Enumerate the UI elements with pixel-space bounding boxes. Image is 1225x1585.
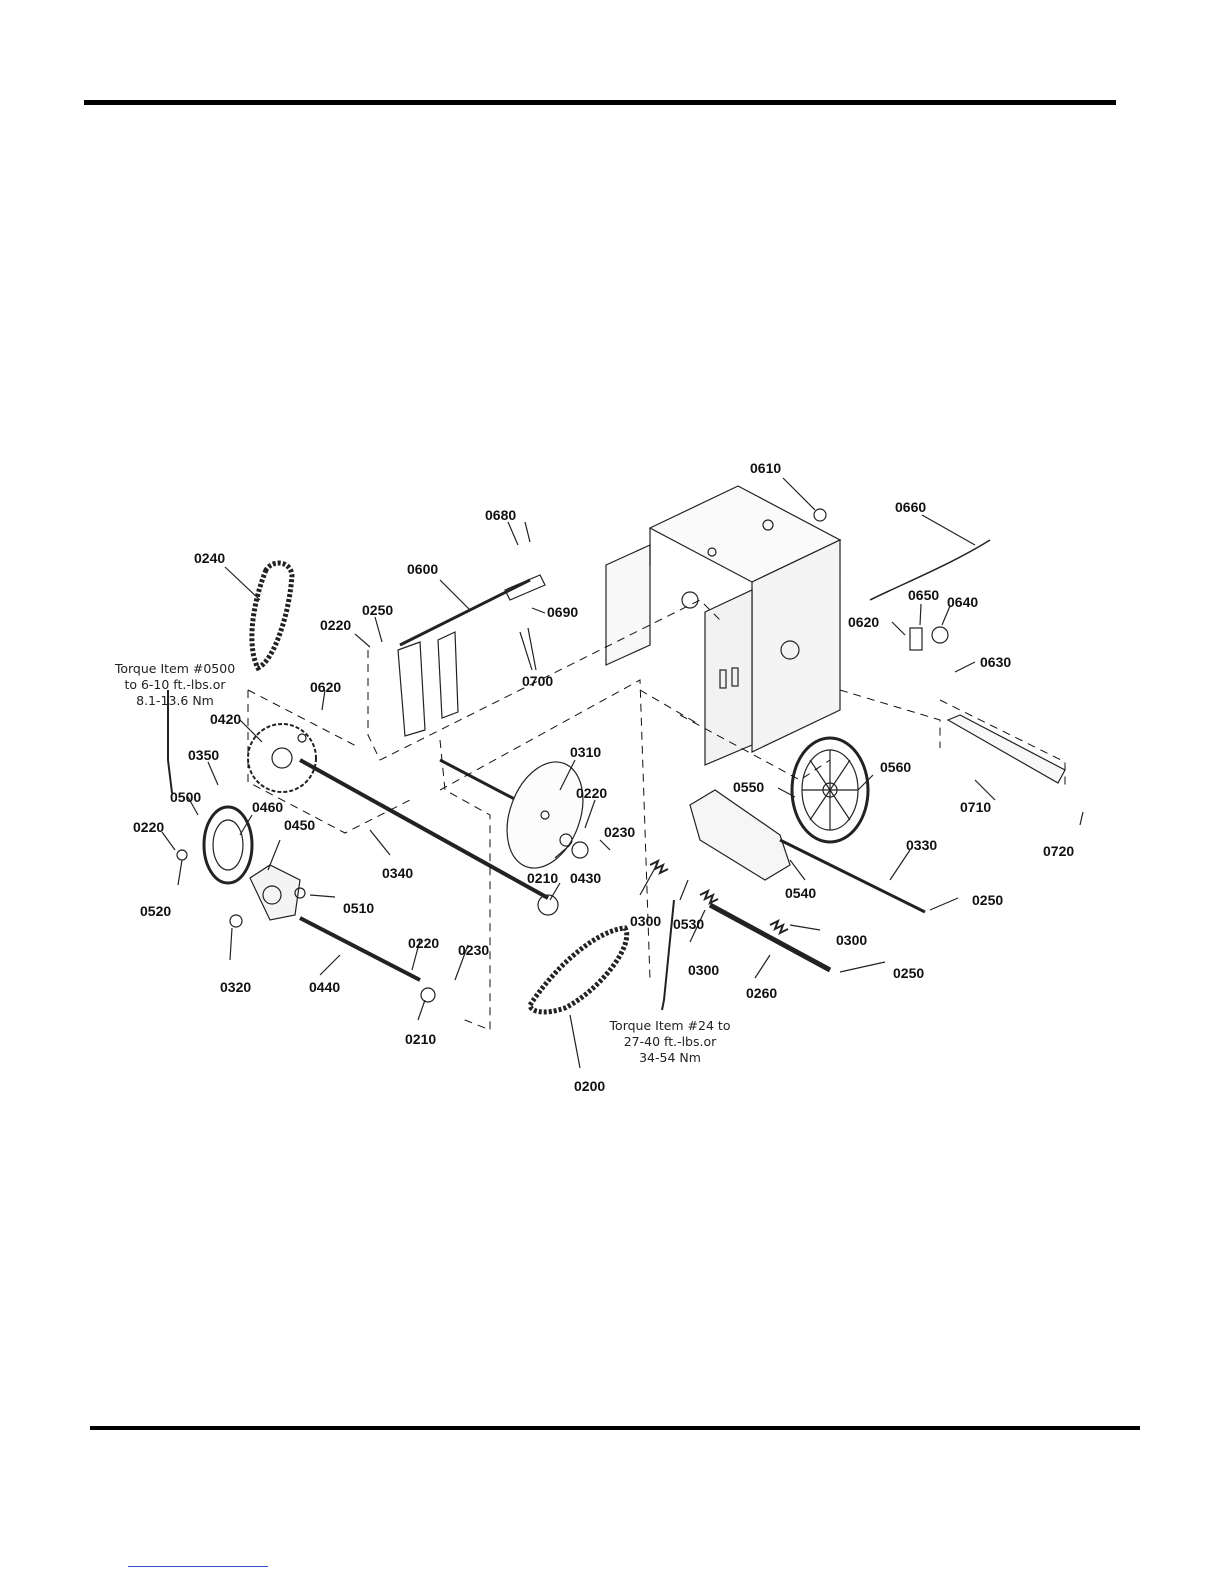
shaft-0440 — [299, 916, 421, 982]
shaft-0330 — [779, 838, 926, 914]
callout-0620-left: 0620 — [310, 679, 341, 695]
footer-link-underline[interactable] — [128, 1566, 268, 1567]
callout-0510: 0510 — [343, 900, 374, 916]
callout-0500: 0500 — [170, 789, 201, 805]
plate-0540 — [689, 789, 791, 881]
spring-0300-b — [699, 888, 719, 906]
callout-0250-top: 0250 — [362, 602, 393, 618]
chain-0240 — [249, 560, 295, 672]
disc-0310 — [439, 758, 584, 869]
callout-0660: 0660 — [895, 499, 926, 515]
callout-0250-right: 0250 — [972, 892, 1003, 908]
callout-0220-left: 0220 — [133, 819, 164, 835]
callout-0560: 0560 — [880, 759, 911, 775]
chain-0200 — [527, 925, 630, 1015]
callout-0350: 0350 — [188, 747, 219, 763]
callout-0220-top: 0220 — [320, 617, 351, 633]
callout-0220-bottom: 0220 — [408, 935, 439, 951]
callout-0300-left: 0300 — [630, 913, 661, 929]
callout-0240: 0240 — [194, 550, 225, 566]
callout-0340: 0340 — [382, 865, 413, 881]
callout-0230-mid: 0230 — [604, 824, 635, 840]
callout-0310: 0310 — [570, 744, 601, 760]
footer-rule — [90, 1426, 1140, 1430]
callout-0690: 0690 — [547, 604, 578, 620]
shift-rod — [397, 574, 546, 737]
callout-0530: 0530 — [673, 916, 704, 932]
callout-0260: 0260 — [746, 985, 777, 1001]
shaft-0260 — [708, 902, 832, 973]
callout-0300-bottom: 0300 — [688, 962, 719, 978]
header-rule — [84, 100, 1116, 105]
frame-housing — [605, 485, 842, 766]
callout-0300-right: 0300 — [836, 932, 867, 948]
torque-note-right-line2: 27-40 ft.-lbs.or — [624, 1034, 717, 1049]
cable-0660 — [869, 539, 991, 601]
callout-0200: 0200 — [574, 1078, 605, 1094]
callout-0440: 0440 — [309, 979, 340, 995]
callout-0630: 0630 — [980, 654, 1011, 670]
callout-0430: 0430 — [570, 870, 601, 886]
callout-0520: 0520 — [140, 903, 171, 919]
callout-0420: 0420 — [210, 711, 241, 727]
callout-0220-mid: 0220 — [576, 785, 607, 801]
torque-note-right-line1: Torque Item #24 to — [609, 1018, 731, 1033]
sprocket-0420 — [247, 723, 317, 793]
callout-0250-bottom: 0250 — [893, 965, 924, 981]
torque-note-right: Torque Item #24 to 27-40 ft.-lbs.or 34-5… — [609, 1018, 731, 1065]
torque-note-left-line2: to 6-10 ft.-lbs.or — [124, 677, 226, 692]
callout-0330: 0330 — [906, 837, 937, 853]
torque-note-left-line3: 8.1-13.6 Nm — [136, 693, 214, 708]
callout-0680: 0680 — [485, 507, 516, 523]
callout-0460: 0460 — [252, 799, 283, 815]
callout-0540: 0540 — [785, 885, 816, 901]
callout-0550: 0550 — [733, 779, 764, 795]
callout-0600: 0600 — [407, 561, 438, 577]
hub-0460 — [202, 805, 254, 885]
torque-note-left: Torque Item #0500 to 6-10 ft.-lbs.or 8.1… — [114, 661, 235, 708]
bracket-0710 — [946, 714, 1066, 784]
callout-0210-bottom: 0210 — [405, 1031, 436, 1047]
callout-0650: 0650 — [908, 587, 939, 603]
callout-0320: 0320 — [220, 979, 251, 995]
assembly-lines — [247, 599, 1066, 1031]
callout-0700: 0700 — [522, 673, 553, 689]
callout-0210-mid: 0210 — [527, 870, 558, 886]
callout-0610: 0610 — [750, 460, 781, 476]
callout-0620-right: 0620 — [848, 614, 879, 630]
callout-0450: 0450 — [284, 817, 315, 833]
callout-0640: 0640 — [947, 594, 978, 610]
spring-0300-c — [769, 918, 789, 936]
spring-0300-a — [649, 858, 669, 876]
callout-0230-bottom: 0230 — [458, 942, 489, 958]
torque-note-right-line3: 34-54 Nm — [639, 1050, 701, 1065]
callout-0710: 0710 — [960, 799, 991, 815]
wheel-0560 — [790, 736, 870, 844]
bearing-0450 — [249, 864, 301, 921]
leader-lines — [161, 477, 1084, 1069]
shaft-0340 — [299, 758, 549, 900]
torque-note-left-line1: Torque Item #0500 — [114, 661, 235, 676]
callout-0720: 0720 — [1043, 843, 1074, 859]
